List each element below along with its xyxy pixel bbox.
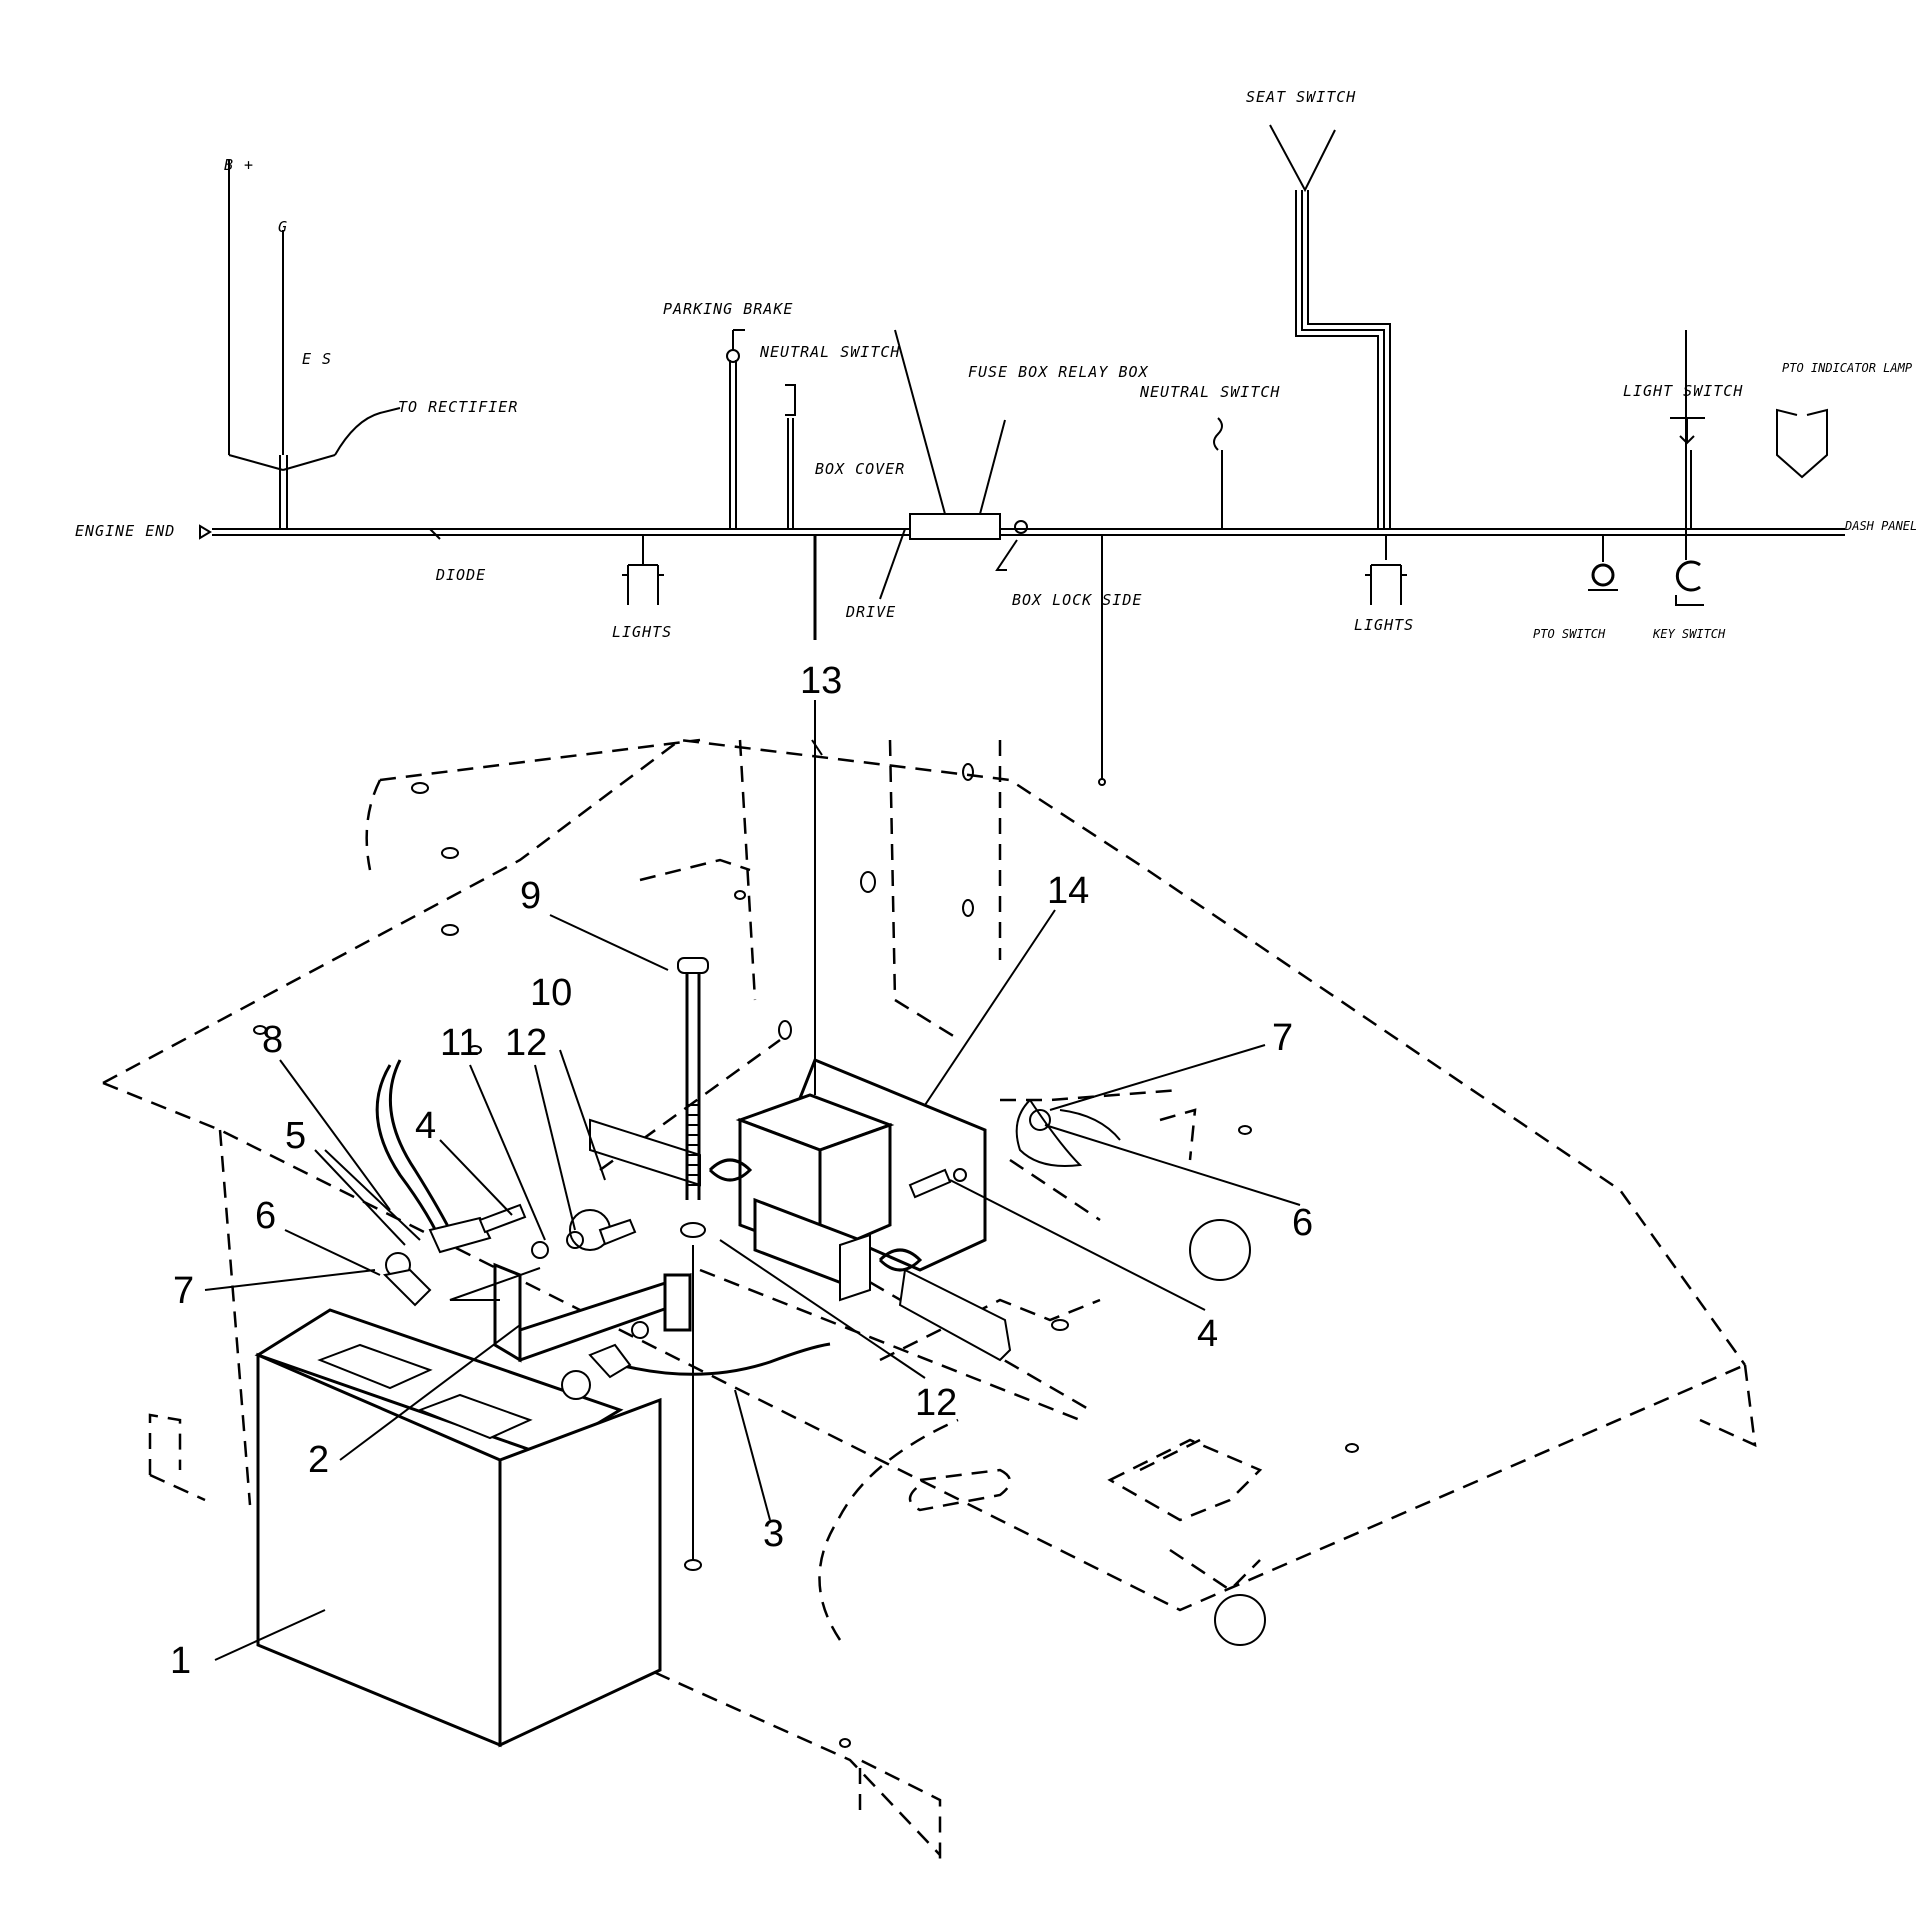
- label-neutral-switch-left: NEUTRAL SWITCH: [759, 343, 900, 361]
- pto-indicator-lamp-symbol: [1776, 408, 1828, 479]
- label-key-switch: KEY SWITCH: [1652, 627, 1726, 641]
- label-pto-switch: PTO SWITCH: [1533, 627, 1606, 641]
- callout-13: 13: [800, 660, 842, 702]
- callout-leaders: [204, 909, 1301, 1661]
- callout-4-left: 4: [415, 1105, 436, 1147]
- nut-12-left: [566, 1231, 584, 1249]
- label-box-cover: BOX COVER: [815, 460, 905, 478]
- bolt-4-right: [908, 1168, 952, 1199]
- solenoid-terminal-left: [708, 1158, 753, 1182]
- callout-6-left: 6: [255, 1195, 276, 1237]
- washer-11: [531, 1241, 549, 1259]
- nut-4-right: [953, 1168, 967, 1182]
- positive-terminal: [561, 1370, 591, 1400]
- fuse-box-relay-box: [909, 513, 1001, 540]
- nut-12-right: [680, 1222, 706, 1238]
- label-engine-end: ENGINE END: [75, 522, 175, 540]
- callout-8: 8: [262, 1019, 283, 1061]
- light-switch-symbol: [1670, 417, 1705, 445]
- positive-cable: [561, 1321, 831, 1400]
- callout-2: 2: [308, 1439, 329, 1481]
- callout-numbers: 1 2 3 4 4 5 6 6 7 7 8 9 10 11 12 12 13 1…: [170, 660, 1313, 1682]
- label-to-rectifier: TO RECTIFIER: [398, 398, 518, 416]
- callout-12-left: 12: [505, 1022, 547, 1064]
- label-dash-panel: DASH PANEL: [1844, 519, 1917, 533]
- label-e-s: E S: [302, 350, 332, 368]
- frame-holes: [253, 763, 1359, 1748]
- solenoid-terminal-right: [878, 1248, 923, 1272]
- key-switch-symbol: [1675, 560, 1701, 592]
- callout-9: 9: [520, 875, 541, 917]
- callout-4-right: 4: [1197, 1313, 1218, 1355]
- label-pto-indicator-lamp: PTO INDICATOR LAMP: [1782, 361, 1913, 375]
- wiring-harness: [199, 124, 1845, 786]
- diode-mark: [429, 528, 441, 540]
- callout-10: 10: [530, 972, 572, 1014]
- label-neutral-switch-right: NEUTRAL SWITCH: [1139, 383, 1280, 401]
- harness-labels: ENGINE END B + G E S TO RECTIFIER DIODE …: [75, 88, 1917, 641]
- label-lights-left: LIGHTS: [612, 623, 672, 641]
- battery-cap-left: [317, 1343, 433, 1390]
- callout-11: 11: [440, 1022, 479, 1064]
- callout-6-right: 6: [1292, 1202, 1313, 1244]
- callout-7-right: 7: [1272, 1017, 1293, 1059]
- pto-switch-symbol: [1591, 563, 1615, 587]
- label-light-switch: LIGHT SWITCH: [1623, 382, 1743, 400]
- label-box-lock-side: BOX LOCK SIDE: [1012, 591, 1142, 609]
- bolt-4-left: [478, 1203, 527, 1234]
- battery-hold-down-bracket: [449, 1262, 692, 1363]
- callout-3: 3: [763, 1513, 784, 1555]
- label-parking-brake: PARKING BRAKE: [663, 300, 793, 318]
- bolt-10: [598, 1218, 637, 1246]
- starter-solenoid-assembly: [589, 1058, 1197, 1362]
- battery-cap-right: [417, 1393, 533, 1440]
- label-drive: DRIVE: [845, 603, 896, 621]
- battery: [254, 1308, 662, 1748]
- label-fuse-box-relay-box: FUSE BOX RELAY BOX: [968, 363, 1149, 381]
- label-g: G: [278, 218, 288, 236]
- callout-7-left: 7: [173, 1270, 194, 1312]
- callout-14: 14: [1047, 870, 1089, 912]
- label-diode: DIODE: [435, 566, 486, 584]
- engine-end-connector: [199, 524, 212, 540]
- label-b-plus: B +: [224, 156, 254, 174]
- callout-12-right: 12: [915, 1382, 957, 1424]
- label-lights-right: LIGHTS: [1354, 616, 1414, 634]
- callout-1: 1: [170, 1640, 191, 1682]
- label-seat-switch: SEAT SWITCH: [1246, 88, 1356, 106]
- callout-5: 5: [285, 1115, 306, 1157]
- carriage-bolt: [677, 957, 709, 1571]
